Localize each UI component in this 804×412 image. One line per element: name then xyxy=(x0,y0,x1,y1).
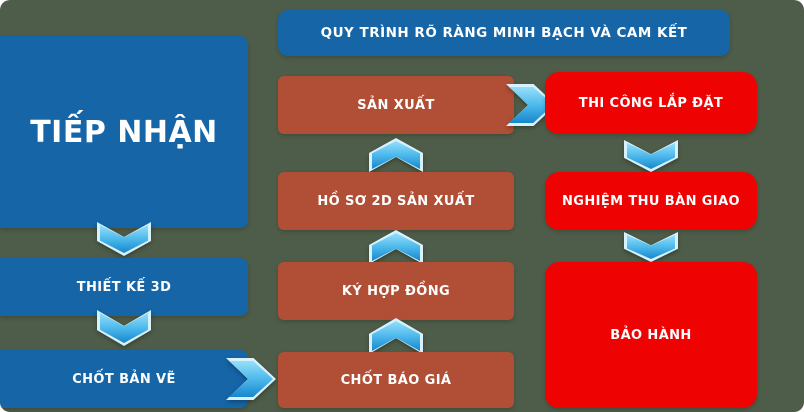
diagram-title-bar: QUY TRÌNH RÕ RÀNG MINH BẠCH VÀ CAM KẾT xyxy=(278,10,730,56)
arrow-fill xyxy=(229,361,273,397)
node-san-xuat: SẢN XUẤT xyxy=(278,76,514,134)
node-ho-so-2d-san-xuat: HỒ SƠ 2D SẢN XUẤT xyxy=(278,172,514,230)
node-nghiem-thu-ban-giao: NGHIỆM THU BÀN GIAO xyxy=(545,172,757,230)
arrow-fill xyxy=(627,235,675,259)
node-tiep-nhan: TIẾP NHẬN xyxy=(0,36,248,228)
node-bao-hanh: BẢO HÀNH xyxy=(545,262,757,408)
arrow-fill xyxy=(627,143,675,169)
node-thi-cong-lap-dat: THI CÔNG LẮP ĐẶT xyxy=(545,72,757,134)
arrow-fill xyxy=(372,141,420,169)
node-chot-ban-ve: CHỐT BẢN VẼ xyxy=(0,350,248,408)
down-chevron-icon xyxy=(97,310,151,346)
up-chevron-icon xyxy=(369,138,423,172)
arrow-fill xyxy=(372,233,420,261)
down-chevron-icon xyxy=(97,222,151,256)
arrow-fill xyxy=(100,225,148,253)
up-chevron-icon xyxy=(369,230,423,264)
down-chevron-icon xyxy=(624,232,678,262)
down-chevron-icon xyxy=(624,140,678,172)
right-chevron-icon xyxy=(226,358,276,400)
arrow-fill xyxy=(100,313,148,343)
node-thiet-ke-3d: THIẾT KẾ 3D xyxy=(0,258,248,316)
node-ky-hop-dong: KÝ HỢP ĐỒNG xyxy=(278,262,514,320)
node-chot-bao-gia: CHỐT BÁO GIÁ xyxy=(278,352,514,408)
up-chevron-icon xyxy=(369,318,423,354)
arrow-fill xyxy=(372,321,420,351)
